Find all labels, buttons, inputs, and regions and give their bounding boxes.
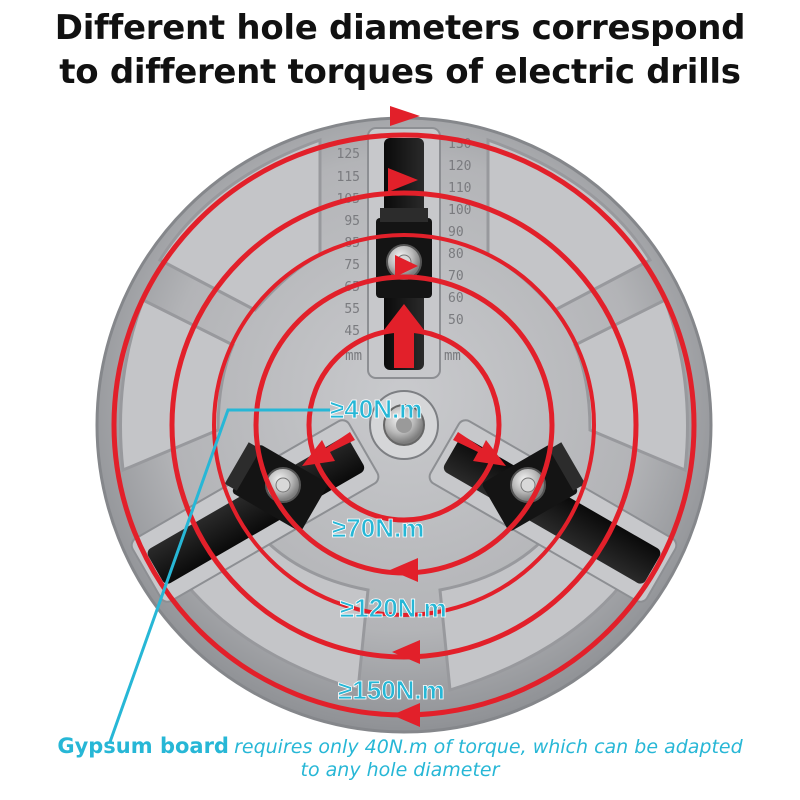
scale-left-tick: 95 <box>344 214 360 229</box>
caption-line-1: requires only 40N.m of torque, which can… <box>234 736 743 758</box>
arrow-icon <box>390 106 420 126</box>
unit-right: mm <box>444 348 461 364</box>
arrow-icon <box>388 168 418 192</box>
scale-right-tick: 100 <box>448 203 471 218</box>
pointer-line <box>108 408 330 743</box>
scale-left-tick: 125 <box>337 147 360 162</box>
arrow-icon <box>395 255 418 277</box>
scale-right-tick: 90 <box>448 225 464 240</box>
torque-label-150: ≥150N.m <box>338 675 445 705</box>
torque-label-70: ≥70N.m <box>332 513 424 543</box>
scale-right-tick: 80 <box>448 247 464 262</box>
scale-left: 125 115 105 95 85 75 65 55 45 mm <box>337 147 362 364</box>
caption-highlight: Gypsum board <box>57 734 229 758</box>
scale-right-tick: 70 <box>448 269 464 284</box>
heading-line-1: Different hole diameters correspond <box>54 8 746 48</box>
torque-ring-40 <box>306 327 502 523</box>
scale-right-tick: 60 <box>448 291 464 306</box>
scale-left-tick: 45 <box>344 324 360 339</box>
caption-line-2: to any hole diameter <box>300 759 500 781</box>
unit-left: mm <box>345 348 362 364</box>
torque-label-120: ≥120N.m <box>340 593 447 623</box>
torque-label-40: ≥40N.m <box>330 394 422 424</box>
scale-right: 130 120 110 100 90 80 70 60 50 mm <box>444 137 471 364</box>
ring-arrowheads <box>388 106 420 727</box>
scale-right-tick: 110 <box>448 181 471 196</box>
scale-left-tick: 55 <box>344 302 360 317</box>
caption: Gypsum board requires only 40N.m of torq… <box>0 735 800 782</box>
heading-line-2: to different torques of electric drills <box>59 52 741 92</box>
arrow-icon <box>390 558 418 582</box>
torque-ring-inner <box>212 233 596 617</box>
arrow-icon <box>384 304 424 368</box>
clamp-block-top <box>376 208 432 298</box>
torque-labels: ≥40N.m ≥70N.m ≥120N.m ≥150N.m <box>330 394 448 706</box>
scale-right-tick: 120 <box>448 159 471 174</box>
scale-left-tick: 115 <box>337 170 360 185</box>
scale-right-tick: 50 <box>448 313 464 328</box>
scale-left-tick: 75 <box>344 258 360 273</box>
arrow-icon <box>392 640 420 664</box>
arrow-icon <box>392 703 420 727</box>
